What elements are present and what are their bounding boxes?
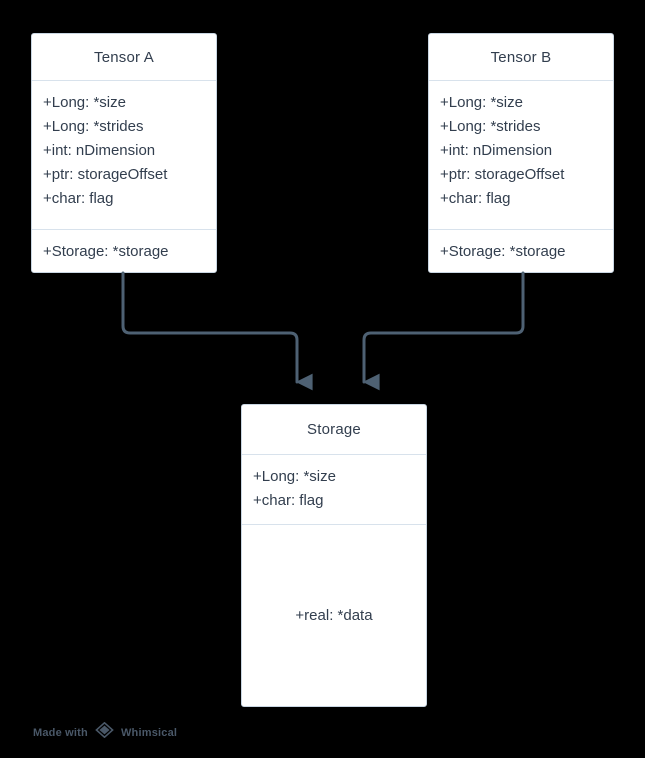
class-divider — [32, 80, 216, 81]
connector-tensor-a-to-storage — [121, 271, 313, 391]
attribute-row: +Long: *strides — [440, 118, 541, 135]
class-title-storage: Storage — [307, 421, 361, 438]
attribute-row: +Long: *strides — [43, 118, 144, 135]
class-divider — [429, 229, 613, 230]
attribute-row: +char: flag — [253, 492, 324, 509]
class-divider — [429, 80, 613, 81]
class-box-tensor-a[interactable]: Tensor A +Long: *size +Long: *strides +i… — [31, 33, 217, 273]
operation-row: +Storage: *storage — [43, 243, 169, 260]
class-operations-tensor-a: +Storage: *storage — [32, 230, 216, 274]
class-operations-storage: +real: *data — [242, 525, 426, 706]
whimsical-watermark[interactable]: Made with Whimsical — [33, 721, 178, 743]
connector-tensor-b-to-storage — [362, 271, 525, 391]
class-title-tensor-a: Tensor A — [94, 48, 154, 66]
attribute-row: +int: nDimension — [43, 142, 156, 159]
attribute-row: +Long: *size — [440, 94, 523, 111]
attribute-row: +char: flag — [440, 190, 511, 207]
attribute-row: +Long: *size — [253, 468, 336, 485]
class-divider — [242, 524, 426, 525]
class-box-tensor-b[interactable]: Tensor B +Long: *size +Long: *strides +i… — [428, 33, 614, 273]
class-attributes-storage: +Long: *size +char: flag — [242, 455, 426, 524]
class-attributes-tensor-a: +Long: *size +Long: *strides +int: nDime… — [32, 81, 216, 229]
class-divider — [32, 229, 216, 230]
whimsical-diamond-icon — [95, 721, 114, 743]
watermark-prefix: Made with — [33, 726, 88, 739]
attribute-row: +ptr: storageOffset — [440, 166, 565, 183]
watermark-brand: Whimsical — [120, 726, 178, 739]
operation-row: +Storage: *storage — [440, 243, 566, 260]
class-box-storage[interactable]: Storage +Long: *size +char: flag +real: … — [241, 404, 427, 707]
attribute-row: +Long: *size — [43, 94, 126, 111]
operation-row: +real: *data — [295, 606, 373, 624]
class-attributes-tensor-b: +Long: *size +Long: *strides +int: nDime… — [429, 81, 613, 229]
class-operations-tensor-b: +Storage: *storage — [429, 230, 613, 274]
attribute-row: +int: nDimension — [440, 142, 553, 159]
attribute-row: +char: flag — [43, 190, 114, 207]
attribute-row: +ptr: storageOffset — [43, 166, 168, 183]
class-divider — [242, 454, 426, 455]
class-title-tensor-b: Tensor B — [490, 48, 552, 66]
